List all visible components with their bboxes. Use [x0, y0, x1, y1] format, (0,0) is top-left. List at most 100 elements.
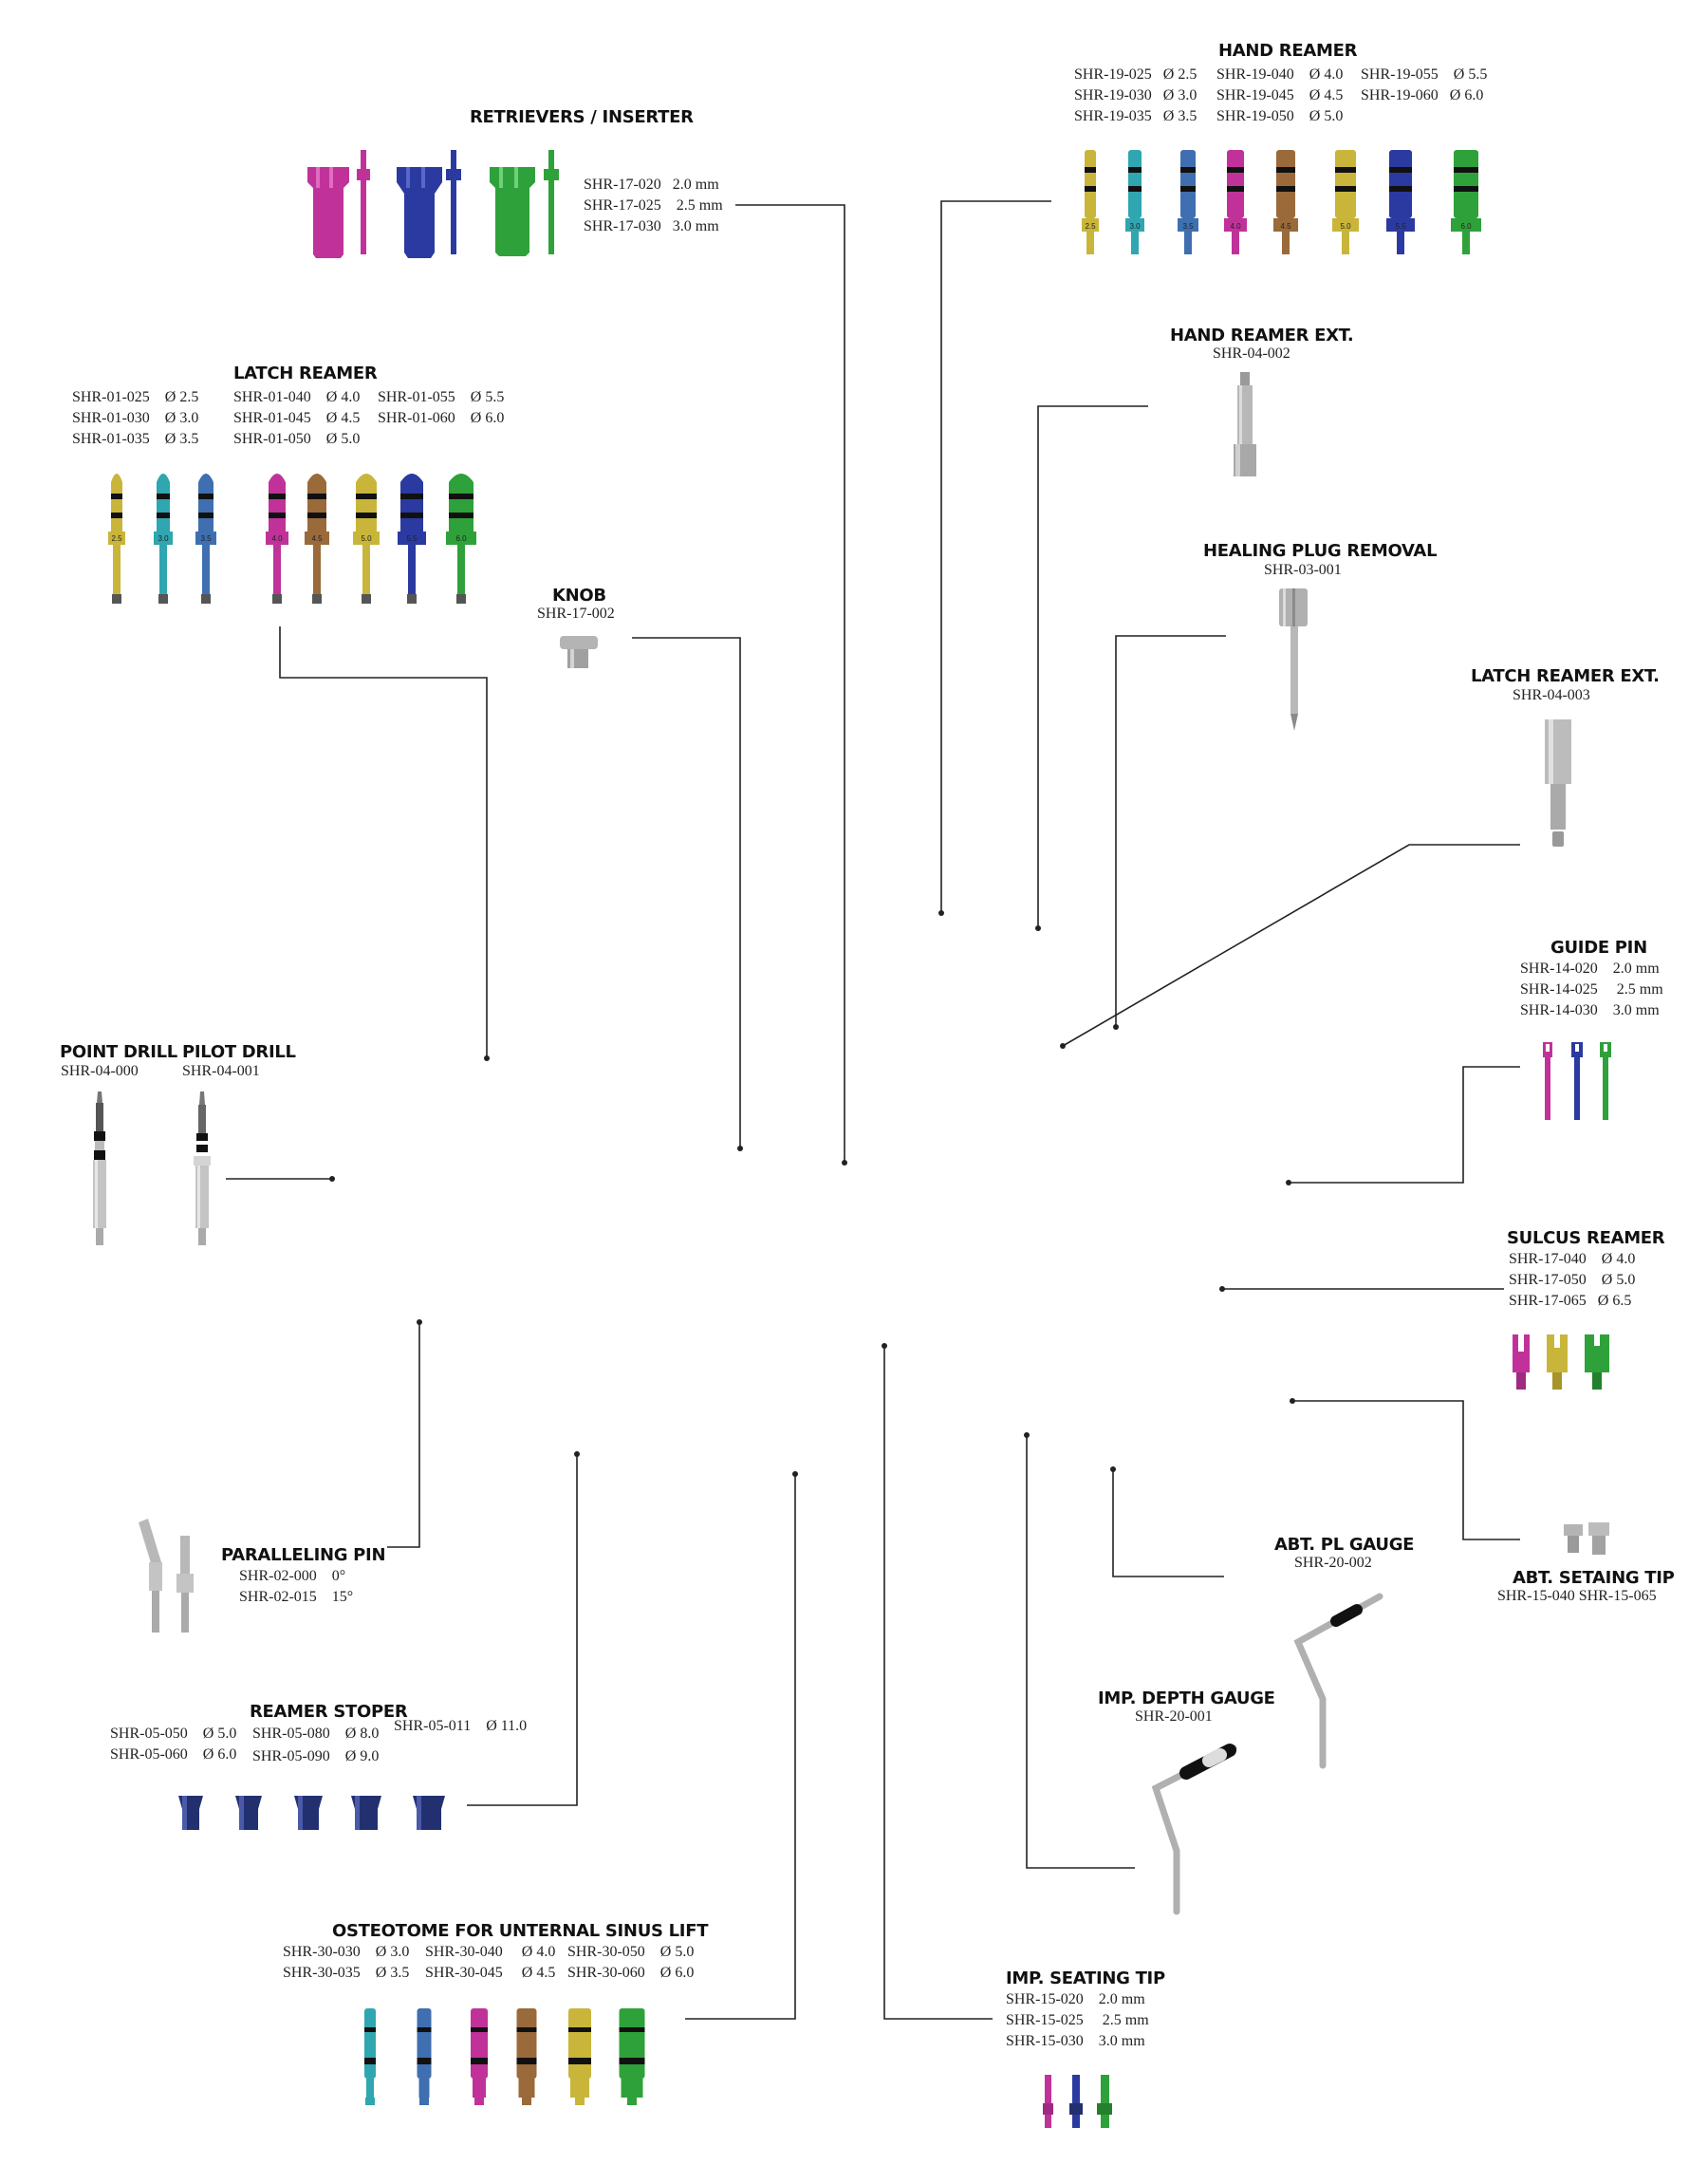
- latch-reamer-size-label: 6.0: [455, 534, 467, 543]
- connector-latch-reamer: [279, 626, 488, 1058]
- hand-reamer-title: HAND REAMER: [1218, 41, 1358, 61]
- imp-seating-tip-magenta-icon: [1043, 2075, 1053, 2128]
- healing-plug-code: SHR-03-001: [1264, 562, 1342, 578]
- hand-reamer-spec-8: SHR-19-060 Ø 6.0: [1361, 87, 1484, 103]
- sulcus-reamer-olive-icon: [1547, 1334, 1568, 1390]
- inserter-green-icon: [544, 150, 559, 254]
- osteotome-035-icon: [417, 2008, 432, 2105]
- connector-imp-seating-tip: [883, 1346, 993, 2020]
- healing-plug-title: HEALING PLUG REMOVAL: [1203, 541, 1438, 561]
- retriever-green-icon: [490, 167, 535, 256]
- knob-icon: [560, 636, 598, 668]
- latch-reamer-4.0-icon: 4.0: [266, 474, 288, 604]
- retrievers-title: RETRIEVERS / INSERTER: [470, 107, 694, 127]
- osteotome-spec-3: SHR-30-040 Ø 4.0: [425, 1944, 556, 1960]
- knob-code: SHR-17-002: [537, 606, 615, 622]
- paralleling-pin-spec-1: SHR-02-000 0°: [239, 1568, 346, 1584]
- abt-pl-gauge-icon: [1293, 1593, 1383, 1769]
- imp-depth-gauge-icon: [1151, 1744, 1237, 1915]
- imp-seating-tip-title: IMP. SEATING TIP: [1006, 1968, 1165, 1988]
- connector-hand-reamer: [940, 200, 1051, 913]
- reamer-stoper-080-icon: [294, 1796, 323, 1830]
- reamer-stoper-spec-1: SHR-05-050 Ø 5.0: [110, 1726, 237, 1742]
- paralleling-pin-15-icon: [139, 1519, 162, 1633]
- latch-reamer-3.5-icon: 3.5: [195, 474, 216, 604]
- reamer-stoper-090-icon: [351, 1796, 381, 1830]
- retrievers-spec-3: SHR-17-030 3.0 mm: [584, 218, 719, 234]
- hand-reamer-spec-3: SHR-19-035 Ø 3.5: [1074, 108, 1197, 124]
- hand-reamer-size-label: 3.0: [1129, 222, 1141, 231]
- guide-pin-magenta-icon: [1543, 1042, 1552, 1120]
- sulcus-reamer-spec-2: SHR-17-050 Ø 5.0: [1509, 1272, 1636, 1288]
- hand-reamer-size-label: 4.5: [1280, 222, 1291, 231]
- hand-reamer-5.5-icon: 5.5: [1386, 150, 1415, 254]
- paralleling-pin-0-icon: [176, 1536, 194, 1633]
- hand-reamer-spec-2: SHR-19-030 Ø 3.0: [1074, 87, 1197, 103]
- pilot-drill-title: PILOT DRILL: [182, 1042, 296, 1062]
- osteotome-title: OSTEOTOME FOR UNTERNAL SINUS LIFT: [332, 1921, 709, 1941]
- osteotome-spec-2: SHR-30-035 Ø 3.5: [283, 1965, 410, 1981]
- hand-reamer-3.5-icon: 3.5: [1178, 150, 1198, 254]
- connector-guide-pin: [1289, 1066, 1520, 1184]
- latch-reamer-size-label: 3.5: [200, 534, 212, 543]
- point-drill-title: POINT DRILL: [60, 1042, 177, 1062]
- hand-reamer-spec-5: SHR-19-045 Ø 4.5: [1216, 87, 1344, 103]
- healing-plug-removal-icon: [1279, 588, 1308, 731]
- latch-reamer-4.5-icon: 4.5: [305, 474, 329, 604]
- guide-pin-spec-2: SHR-14-025 2.5 mm: [1520, 981, 1663, 998]
- guide-pin-blue-icon: [1571, 1042, 1583, 1120]
- latch-reamer-spec-4: SHR-01-040 Ø 4.0: [233, 389, 361, 405]
- hand-reamer-size-label: 5.5: [1395, 222, 1406, 231]
- retrievers-spec-2: SHR-17-025 2.5 mm: [584, 197, 723, 214]
- hand-reamer-size-label: 2.5: [1085, 222, 1096, 231]
- latch-reamer-ext-icon: [1545, 719, 1571, 847]
- latch-reamer-title: LATCH REAMER: [233, 364, 378, 383]
- osteotome-060-icon: [619, 2008, 645, 2105]
- hand-reamer-spec-7: SHR-19-055 Ø 5.5: [1361, 66, 1488, 83]
- reamer-stoper-011-icon: [413, 1796, 445, 1830]
- abt-setaing-tip-065-icon: [1588, 1522, 1609, 1555]
- reamer-stoper-060-icon: [235, 1796, 262, 1830]
- sulcus-reamer-spec-1: SHR-17-040 Ø 4.0: [1509, 1251, 1636, 1267]
- hand-reamer-ext-title: HAND REAMER EXT.: [1170, 326, 1354, 345]
- latch-reamer-spec-1: SHR-01-025 Ø 2.5: [72, 389, 199, 405]
- latch-reamer-size-label: 2.5: [111, 534, 122, 543]
- latch-reamer-size-label: 5.0: [361, 534, 372, 543]
- connector-paralleling-pin: [387, 1322, 420, 1548]
- latch-reamer-6.0-icon: 6.0: [446, 474, 476, 604]
- latch-reamer-spec-5: SHR-01-045 Ø 4.5: [233, 410, 361, 426]
- pilot-drill-icon: [194, 1092, 211, 1245]
- hand-reamer-size-label: 6.0: [1460, 222, 1472, 231]
- osteotome-030-icon: [364, 2008, 376, 2105]
- hand-reamer-6.0-icon: 6.0: [1451, 150, 1481, 254]
- guide-pin-green-icon: [1600, 1042, 1611, 1120]
- inserter-blue-icon: [446, 150, 461, 254]
- connector-retrievers: [735, 204, 845, 1163]
- retriever-magenta-icon: [307, 167, 349, 258]
- imp-seating-tip-spec-3: SHR-15-030 3.0 mm: [1006, 2033, 1145, 2049]
- latch-reamer-5.0-icon: 5.0: [353, 474, 380, 604]
- connector-abt-setaing-tip: [1292, 1400, 1520, 1540]
- latch-reamer-size-label: 4.5: [311, 534, 323, 543]
- latch-reamer-2.5-icon: 2.5: [108, 474, 125, 604]
- imp-seating-tip-blue-icon: [1069, 2075, 1083, 2128]
- latch-reamer-spec-2: SHR-01-030 Ø 3.0: [72, 410, 199, 426]
- guide-pin-spec-3: SHR-14-030 3.0 mm: [1520, 1002, 1660, 1018]
- connector-healing-plug: [1115, 635, 1226, 1027]
- latch-reamer-ext-title: LATCH REAMER EXT.: [1471, 666, 1660, 686]
- abt-pl-gauge-title: ABT. PL GAUGE: [1274, 1535, 1415, 1555]
- imp-depth-gauge-title: IMP. DEPTH GAUGE: [1098, 1689, 1275, 1708]
- osteotome-050-icon: [568, 2008, 591, 2105]
- inserter-magenta-icon: [357, 150, 370, 254]
- osteotome-spec-6: SHR-30-060 Ø 6.0: [567, 1965, 695, 1981]
- imp-seating-tip-green-icon: [1097, 2075, 1112, 2128]
- abt-pl-gauge-code: SHR-20-002: [1294, 1555, 1372, 1571]
- osteotome-spec-5: SHR-30-050 Ø 5.0: [567, 1944, 695, 1960]
- osteotome-spec-1: SHR-30-030 Ø 3.0: [283, 1944, 410, 1960]
